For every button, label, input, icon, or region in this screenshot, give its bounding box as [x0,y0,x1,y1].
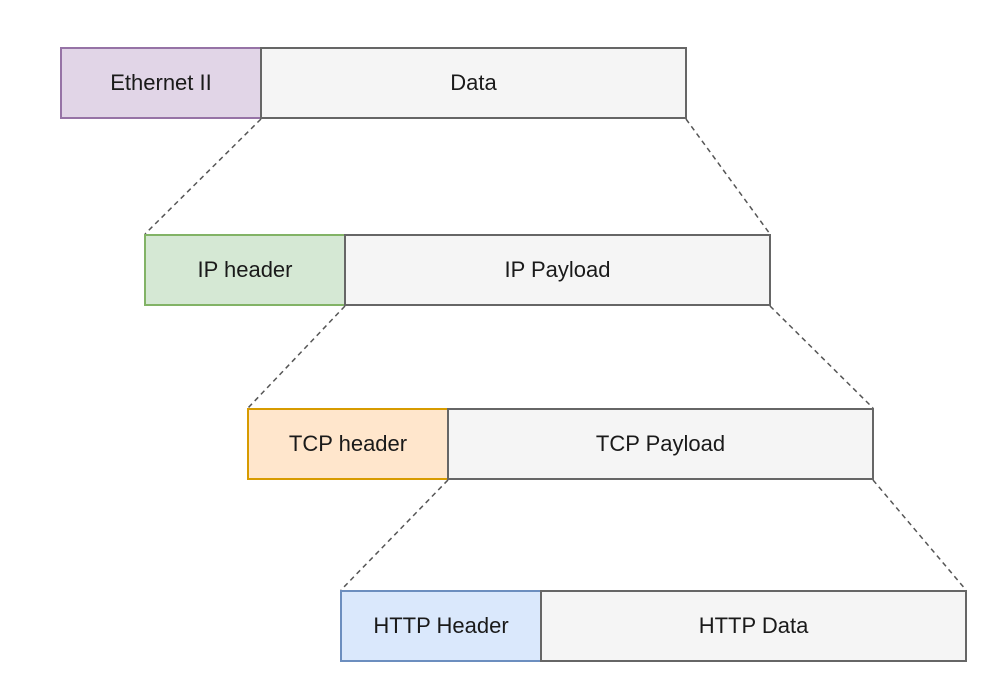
ethernet-header-box: Ethernet II [60,47,262,119]
connector-ip-tcp-right [769,305,874,409]
http-header-box: HTTP Header [340,590,542,662]
ethernet-data-label: Data [450,70,497,95]
ip-payload-box: IP Payload [344,234,771,306]
connector-tcp-http-right [872,479,967,591]
http-data-label: HTTP Data [698,613,809,638]
connector-tcp-http-left [340,479,449,591]
http-header-label: HTTP Header [373,613,509,638]
connector-ip-tcp-left [247,305,346,409]
tcp-header-box: TCP header [247,408,449,480]
tcp-header-label: TCP header [288,431,408,456]
ethernet-data-box: Data [260,47,687,119]
http-data-box: HTTP Data [540,590,967,662]
tcp-payload-box: TCP Payload [447,408,874,480]
ip-header-box: IP header [144,234,346,306]
connector-ethernet-ip-left [144,118,262,235]
ip-payload-label: IP Payload [504,257,611,282]
ip-header-label: IP header [197,257,293,282]
ethernet-header-label: Ethernet II [110,70,212,95]
connector-ethernet-ip-right [685,118,771,235]
tcp-payload-label: TCP Payload [595,431,726,456]
